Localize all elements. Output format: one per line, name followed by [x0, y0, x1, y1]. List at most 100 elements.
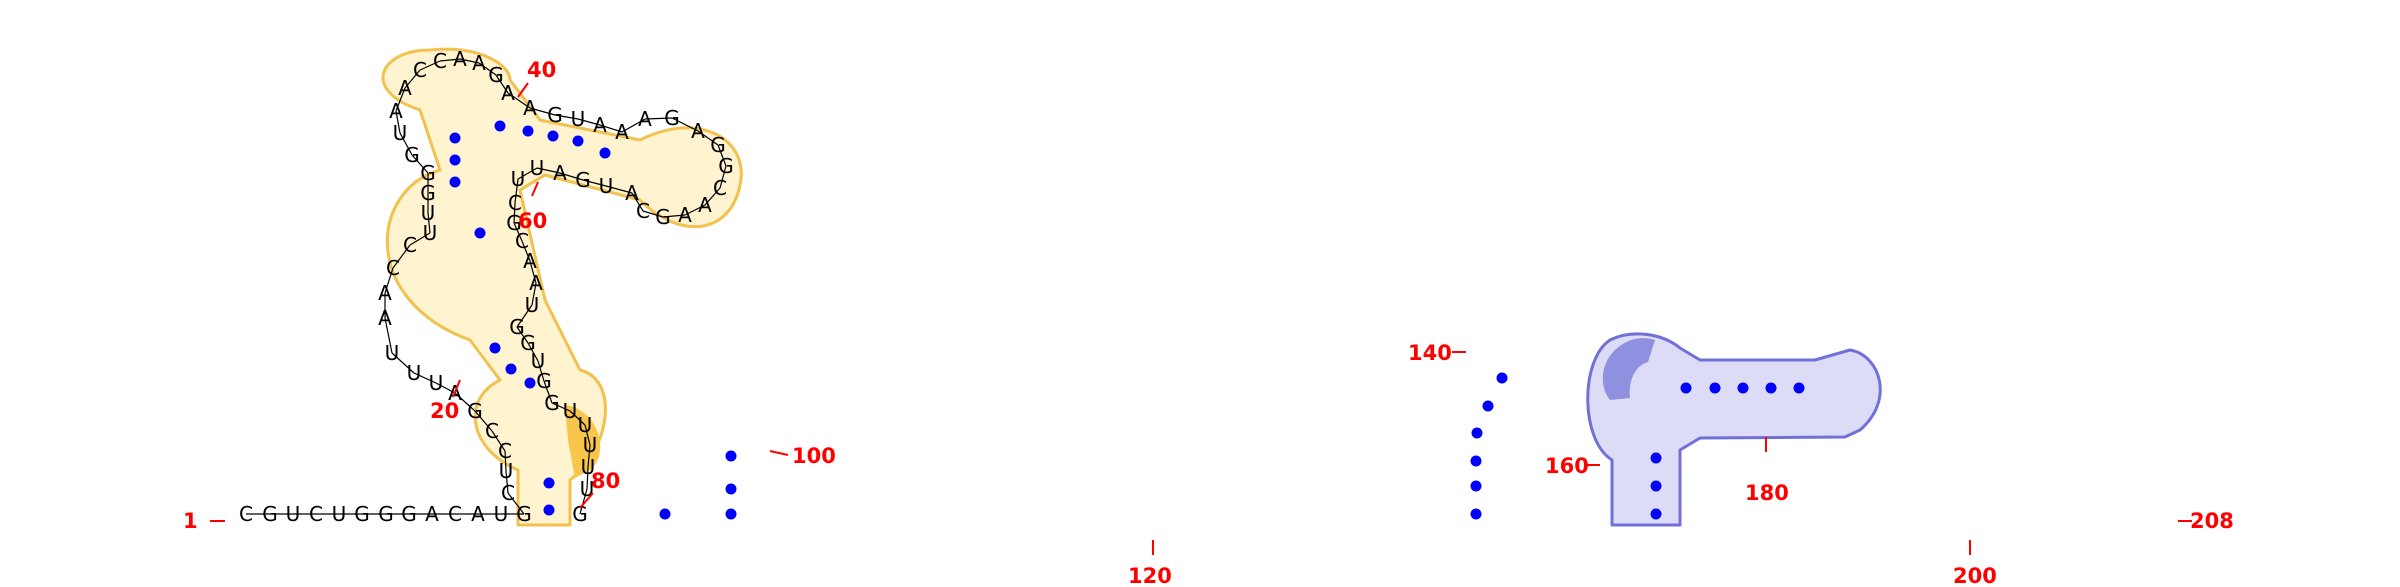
backbone-segment [644, 117, 673, 120]
backbone-segment [507, 92, 531, 109]
nucleotide: U [499, 459, 514, 483]
label-120: 120 [1128, 564, 1172, 587]
backbone-segment [516, 326, 529, 344]
base-pair-dot [489, 342, 501, 354]
backbone [246, 58, 727, 515]
backbone-segment [527, 342, 539, 362]
base-pair-dot [599, 147, 611, 159]
backbone-segment [427, 212, 431, 234]
base-pair-dot [474, 227, 486, 239]
label-80: 80 [591, 469, 620, 493]
nucleotide: G [718, 154, 734, 178]
nucleotide: A [523, 96, 537, 120]
backbone-segment [582, 179, 607, 187]
nucleotide: U [385, 341, 400, 365]
nucleotides: CGUCUGGGACAUGCUCCGAUUUAACCUUGGGUAACCAAGA… [239, 47, 734, 526]
domain-blue-outline [1586, 332, 1882, 527]
domain-blue-accent [1602, 338, 1655, 400]
backbone-segment [413, 372, 437, 384]
backbone-segment [717, 144, 727, 167]
base-pair-dot [725, 508, 737, 520]
tick-40 [517, 82, 529, 98]
base-pair-dot [1470, 455, 1482, 467]
backbone-segment [514, 178, 519, 204]
nucleotide: A [615, 120, 629, 144]
nucleotide: A [523, 249, 537, 273]
backbone-segment [391, 352, 415, 374]
label-40: 40 [527, 58, 556, 82]
backbone-segment [599, 124, 623, 133]
backbone-segment [419, 60, 441, 71]
base-pair-dot [1737, 382, 1749, 394]
backbone-segment [478, 62, 497, 76]
base-pair-dot [1470, 480, 1482, 492]
domain-yellow-outline [381, 47, 743, 527]
base-pair-dot [572, 135, 584, 147]
backbone-segment [697, 130, 719, 146]
nucleotide: U [578, 413, 593, 437]
backbone-segment [507, 492, 525, 515]
backbone-segment [516, 304, 533, 328]
nucleotide: G [401, 502, 417, 526]
backbone-segment [529, 260, 537, 284]
backbone-segment [513, 222, 523, 242]
backbone-segment [411, 154, 429, 174]
base-pair-dot [1793, 382, 1805, 394]
nucleotide: C [309, 502, 323, 526]
base-pair-dot [1470, 508, 1482, 520]
base-pair-dot [543, 504, 555, 516]
nucleotide: A [678, 203, 692, 227]
nucleotide: U [332, 502, 347, 526]
backbone-segment [719, 165, 727, 189]
backbone-segment [551, 402, 571, 412]
base-pair-dot [522, 125, 534, 137]
label-60: 60 [518, 209, 547, 233]
backbone-segment [491, 430, 506, 452]
label-208: 208 [2190, 509, 2234, 533]
label-180: 180 [1745, 481, 1789, 505]
backbone-segment [504, 450, 507, 472]
backbone-segment [395, 110, 401, 134]
backbone-segment [631, 192, 644, 212]
position-labels: 1 20 40 60 80 100 120 140 160 180 200 20… [183, 58, 2234, 587]
nucleotide: U [530, 156, 545, 180]
backbone-segment [435, 382, 456, 394]
nucleotide: A [638, 107, 652, 131]
nucleotide: U [393, 121, 408, 145]
nucleotide: A [378, 281, 392, 305]
backbone-segment [384, 267, 394, 294]
backbone-segment [662, 214, 686, 218]
backbone-segment [684, 204, 706, 216]
domain-yellow [381, 47, 743, 527]
base-pair-dot [725, 483, 737, 495]
backbone-segment [531, 282, 537, 306]
base-pair-dot [543, 477, 555, 489]
nucleotide: G [572, 502, 588, 526]
base-pair-dot [1765, 382, 1777, 394]
nucleotide: G [354, 502, 370, 526]
nucleotide: G [516, 502, 532, 526]
domain-yellow-accent [565, 405, 601, 478]
nucleotide: A [593, 113, 607, 137]
base-pair-dot [1650, 480, 1662, 492]
nucleotide: A [553, 161, 567, 185]
nucleotide: C [636, 199, 650, 223]
backbone-segment [605, 185, 633, 194]
nucleotide: A [398, 76, 412, 100]
backbone-segment [579, 488, 588, 515]
backbone-segment [517, 167, 538, 180]
domain-blue [1586, 332, 1882, 527]
nucleotide: G [509, 315, 525, 339]
nucleotide: U [581, 455, 596, 479]
backbone-segment [459, 58, 480, 64]
backbone-segment [536, 167, 561, 174]
nucleotide: U [531, 349, 546, 373]
base-pair-dot [659, 508, 671, 520]
backbone-segment [505, 470, 509, 494]
base-pair-dot [1680, 382, 1692, 394]
nucleotide: G [664, 106, 680, 130]
nucleotide: G [506, 211, 522, 235]
backbone-segment [399, 132, 413, 156]
nucleotide: G [536, 369, 552, 393]
